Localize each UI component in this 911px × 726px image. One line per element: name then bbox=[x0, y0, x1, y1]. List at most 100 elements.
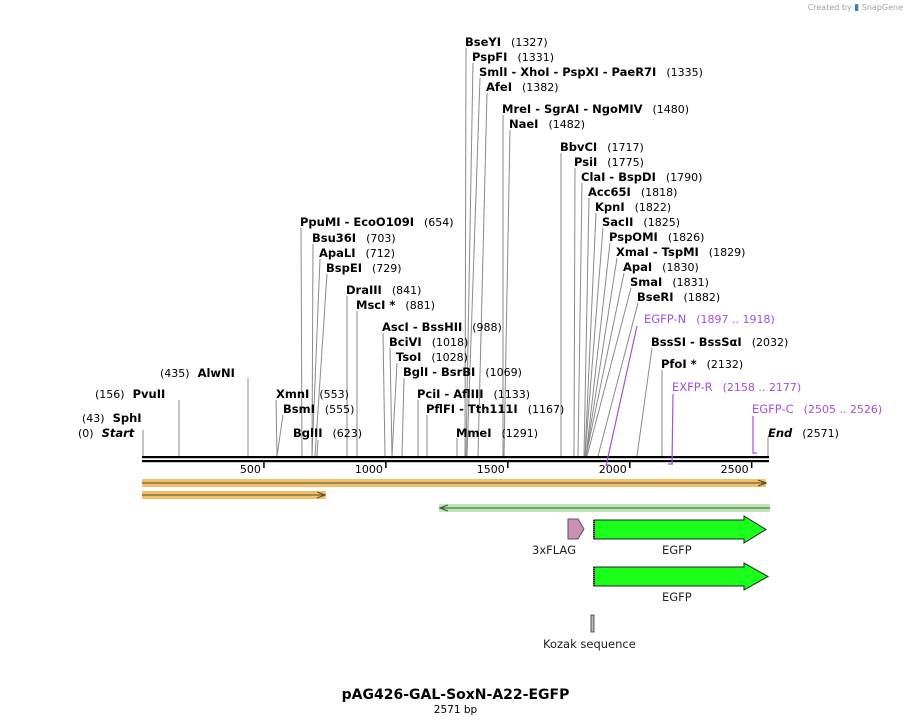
enzyme-name: MscI * bbox=[356, 298, 396, 312]
cut-position: (703) bbox=[366, 232, 396, 245]
primer-name: EGFP-C bbox=[752, 402, 794, 416]
primer-name: EXFP-R bbox=[672, 380, 713, 394]
restriction-site-label[interactable]: Bsu36I(703) bbox=[312, 231, 396, 246]
restriction-site-label[interactable]: XmaI - TspMI(1829) bbox=[616, 245, 745, 260]
enzyme-name: BseRI bbox=[637, 290, 674, 304]
restriction-site-label[interactable]: (435)AlwNI bbox=[160, 366, 235, 381]
restriction-site-label[interactable]: MscI *(881) bbox=[356, 298, 435, 313]
restriction-site-label[interactable]: TsoI (1028) bbox=[396, 350, 468, 365]
primer-label[interactable]: EGFP-N (1897 .. 1918) bbox=[644, 312, 775, 327]
egfp-c-primer-mark[interactable] bbox=[752, 416, 757, 454]
restriction-site-label[interactable]: NaeI(1482) bbox=[509, 117, 585, 132]
site-cut-line bbox=[311, 258, 321, 457]
site-cut-line bbox=[389, 347, 393, 457]
cut-position: (43) bbox=[82, 412, 105, 425]
cut-position: (841) bbox=[391, 284, 422, 297]
restriction-site-label[interactable]: XmnI(553) bbox=[276, 387, 349, 402]
restriction-site-label[interactable]: BciVI(1018) bbox=[389, 335, 468, 350]
site-cut-line bbox=[465, 62, 474, 457]
credit-brand: SnapGene bbox=[861, 3, 903, 12]
scale-tick-label: 500 bbox=[240, 463, 261, 476]
restriction-site-label[interactable]: BseRI(1882) bbox=[637, 290, 720, 305]
site-cut-line bbox=[275, 399, 278, 457]
3xflag-feature[interactable] bbox=[567, 518, 585, 540]
restriction-site-label[interactable]: AscI - BssHII(988) bbox=[382, 320, 502, 335]
restriction-site-label[interactable]: Acc65I(1818) bbox=[588, 185, 677, 200]
enzyme-name: BspEI bbox=[326, 261, 362, 275]
cut-position: (1291) bbox=[501, 427, 539, 440]
restriction-site-label[interactable]: PpuMI - EcoO109I (654) bbox=[300, 215, 454, 230]
enzyme-name: XmaI - TspMI bbox=[616, 245, 699, 259]
enzyme-name: ApaLI bbox=[319, 246, 356, 260]
cut-position: (2032) bbox=[751, 336, 789, 349]
restriction-site-label[interactable]: ClaI - BspDI(1790) bbox=[581, 170, 702, 185]
green-track[interactable] bbox=[438, 504, 770, 512]
cut-position: (1069) bbox=[485, 366, 522, 379]
restriction-site-label[interactable]: PciI - AflIII(1133) bbox=[417, 387, 530, 402]
primer-label[interactable]: EGFP-C(2505 .. 2526) bbox=[752, 402, 882, 417]
end-position: (0) bbox=[78, 427, 94, 440]
site-cut-line bbox=[300, 227, 303, 457]
restriction-site-label[interactable]: BspEI (729) bbox=[326, 261, 402, 276]
primer-label[interactable]: EXFP-R(2158 .. 2177) bbox=[672, 380, 801, 395]
kozak-feature[interactable] bbox=[590, 614, 595, 633]
site-cut-line bbox=[597, 302, 639, 457]
cut-position: (553) bbox=[319, 388, 349, 401]
restriction-site-label[interactable]: (43) SphI bbox=[82, 411, 142, 426]
restriction-site-label[interactable]: BglI - BsrBI(1069) bbox=[403, 365, 522, 380]
enzyme-name: BciVI bbox=[389, 335, 422, 349]
site-cut-line bbox=[401, 377, 405, 457]
enzyme-name: SphI bbox=[112, 411, 142, 425]
restriction-site-label[interactable]: MreI - SgrAI - NgoMIV(1480) bbox=[502, 102, 689, 117]
cut-position: (988) bbox=[472, 321, 502, 334]
enzyme-name: BseYI bbox=[465, 35, 502, 49]
cut-position: (156) bbox=[95, 388, 125, 401]
egfp-feature-2[interactable] bbox=[593, 562, 770, 591]
enzyme-name: SmlI - XhoI - PspXI - PaeR7I bbox=[479, 65, 657, 79]
restriction-site-label[interactable]: KpnI(1822) bbox=[595, 200, 671, 215]
restriction-site-label[interactable]: PsiI(1775) bbox=[574, 155, 644, 170]
cut-position: (654) bbox=[423, 216, 454, 229]
restriction-site-label[interactable]: BssSI - BssSαI(2032) bbox=[651, 335, 788, 350]
enzyme-name: PpuMI - EcoO109I bbox=[300, 215, 414, 229]
exfp-r-primer-mark[interactable] bbox=[668, 393, 674, 465]
restriction-site-label[interactable]: PfoI *(2132) bbox=[661, 357, 743, 372]
restriction-site-label[interactable]: SacII(1825) bbox=[602, 215, 680, 230]
restriction-site-label[interactable]: BbvCI(1717) bbox=[560, 140, 644, 155]
end-name: Start bbox=[101, 426, 135, 440]
start-label: (0) Start bbox=[78, 426, 134, 441]
restriction-site-label[interactable]: SmlI - XhoI - PspXI - PaeR7I(1335) bbox=[479, 65, 703, 80]
restriction-site-label[interactable]: MmeI(1291) bbox=[456, 426, 538, 441]
orange-track-2[interactable] bbox=[142, 491, 327, 499]
restriction-site-label[interactable]: SmaI(1831) bbox=[630, 275, 709, 290]
snapgene-logo-icon: ▮ bbox=[854, 3, 860, 13]
egfp-feature-1[interactable] bbox=[593, 515, 767, 544]
enzyme-name: BglII bbox=[293, 426, 323, 440]
site-cut-line bbox=[311, 243, 314, 457]
restriction-site-label[interactable]: BglII(623) bbox=[293, 426, 362, 441]
enzyme-name: TsoI bbox=[396, 350, 422, 364]
restriction-site-label[interactable]: BsmI(555) bbox=[283, 402, 354, 417]
cut-position: (1775) bbox=[607, 156, 644, 169]
primer-range: (1897 .. 1918) bbox=[696, 313, 775, 326]
site-cut-line bbox=[466, 77, 481, 457]
cut-position: (1331) bbox=[517, 51, 555, 64]
restriction-site-label[interactable]: ApaLI(712) bbox=[319, 246, 395, 261]
restriction-site-label[interactable]: PspOMI(1826) bbox=[609, 230, 704, 245]
site-cut-line bbox=[276, 414, 284, 457]
restriction-site-label[interactable]: DraIII(841) bbox=[346, 283, 421, 298]
site-cut-line bbox=[583, 197, 590, 457]
enzyme-name: PspOMI bbox=[609, 230, 658, 244]
restriction-site-label[interactable]: PspFI(1331) bbox=[472, 50, 554, 65]
plasmid-length: 2571 bp bbox=[433, 704, 478, 716]
orange-track-1[interactable] bbox=[142, 479, 768, 487]
cut-position: (729) bbox=[371, 262, 402, 275]
cut-position: (1133) bbox=[493, 388, 531, 401]
restriction-site-label[interactable]: PflFI - Tth111I(1167) bbox=[426, 402, 564, 417]
cut-position: (1028) bbox=[431, 351, 468, 364]
restriction-site-label[interactable]: ApaI(1830) bbox=[623, 260, 699, 275]
primer-name: EGFP-N bbox=[644, 312, 687, 326]
restriction-site-label[interactable]: BseYI(1327) bbox=[465, 35, 548, 50]
restriction-site-label[interactable]: AfeI(1382) bbox=[486, 80, 559, 95]
restriction-site-label[interactable]: (156)PvuII bbox=[95, 387, 165, 402]
